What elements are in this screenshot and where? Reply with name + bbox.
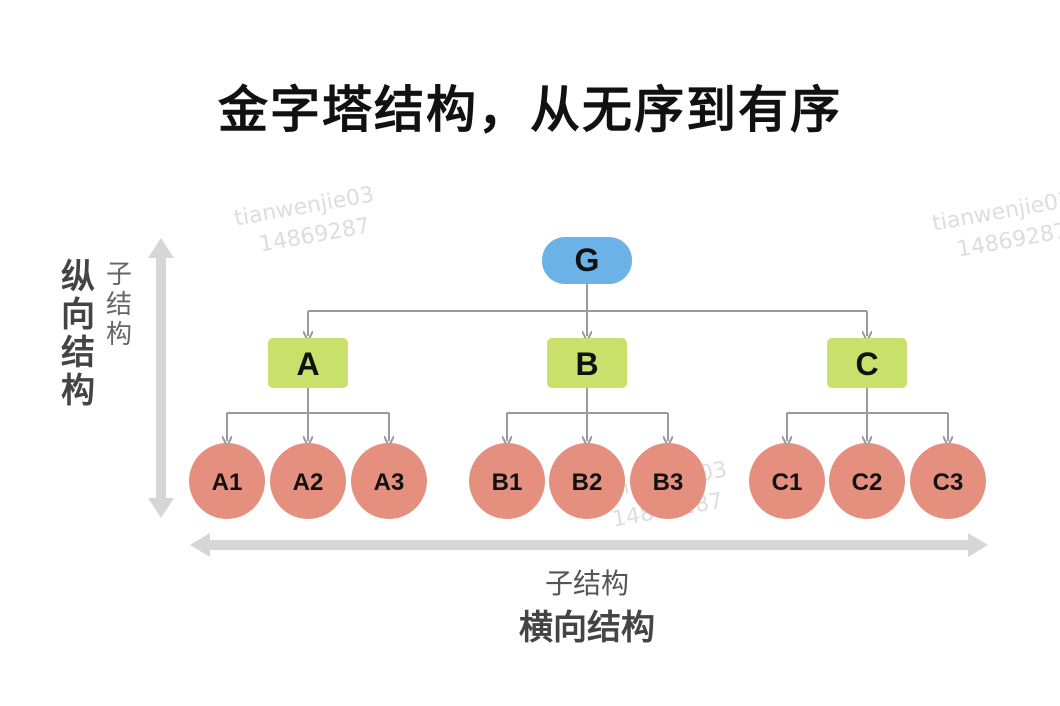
vertical-substructure-label: 子结构 — [105, 260, 132, 350]
node-b-label: B — [575, 346, 598, 382]
leaf-node-c1: C1 — [749, 443, 825, 519]
node-b: B — [547, 338, 627, 388]
horizontal-substructure-label: 子结构 — [544, 567, 629, 600]
horizontal-axis-arrow — [190, 533, 988, 557]
leaf-b3-label: B3 — [653, 469, 684, 496]
node-a: A — [268, 338, 348, 388]
vertical-axis-arrow — [148, 238, 174, 518]
leaf-node-a1: A1 — [189, 443, 265, 519]
leaf-node-c2: C2 — [829, 443, 905, 519]
leaf-node-b3: B3 — [630, 443, 706, 519]
leaf-a1-label: A1 — [212, 469, 243, 496]
root-node-label: G — [575, 242, 600, 278]
leaf-node-b2: B2 — [549, 443, 625, 519]
root-connectors — [308, 284, 867, 336]
leaf-c1-label: C1 — [772, 469, 803, 496]
leaf-b1-label: B1 — [492, 469, 523, 496]
root-node-g: G — [542, 237, 632, 284]
group-b-connectors — [507, 388, 668, 441]
horizontal-structure-label: 横向结构 — [519, 608, 655, 648]
leaf-c2-label: C2 — [852, 469, 883, 496]
leaf-a3-label: A3 — [374, 469, 405, 496]
vertical-structure-label: 纵向结构 — [61, 257, 95, 411]
page-title: 金字塔结构，从无序到有序 — [218, 81, 842, 139]
leaf-a2-label: A2 — [293, 469, 324, 496]
node-a-label: A — [296, 346, 319, 382]
group-c-connectors — [787, 388, 948, 441]
leaf-node-a3: A3 — [351, 443, 427, 519]
group-a-connectors — [227, 388, 389, 441]
leaf-node-c3: C3 — [910, 443, 986, 519]
node-c-label: C — [855, 346, 878, 382]
node-c: C — [827, 338, 907, 388]
leaf-node-a2: A2 — [270, 443, 346, 519]
leaf-c3-label: C3 — [933, 469, 964, 496]
leaf-b2-label: B2 — [572, 469, 603, 496]
leaf-node-b1: B1 — [469, 443, 545, 519]
